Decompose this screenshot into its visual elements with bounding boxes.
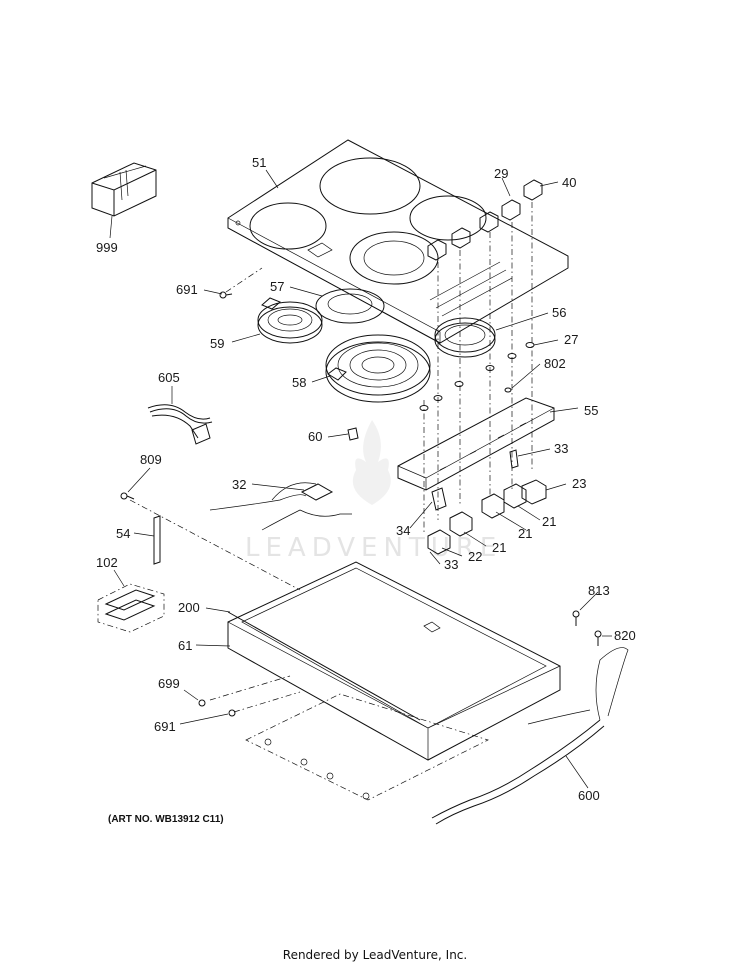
part-51-glass-cooktop[interactable] [227, 139, 569, 344]
callout-600[interactable]: 600 [578, 788, 600, 803]
part-56-radiant-element[interactable] [434, 317, 496, 358]
part-802-screw[interactable] [504, 387, 512, 393]
part-102-terminal-block[interactable] [97, 583, 165, 633]
part-59-radiant-element[interactable] [257, 297, 323, 344]
watermark-flame-icon [352, 420, 391, 505]
callout-33-lower[interactable]: 33 [444, 557, 458, 572]
part-32-wire-harness[interactable] [209, 482, 352, 531]
art-number: (ART NO. WB13912 C11) [108, 814, 224, 825]
callout-813[interactable]: 813 [588, 583, 610, 598]
part-22-switch[interactable] [427, 529, 451, 555]
callout-21-right[interactable]: 21 [542, 514, 556, 529]
callout-32[interactable]: 32 [232, 477, 246, 492]
footer-credit: Rendered by LeadVenture, Inc. [282, 948, 468, 962]
callout-22[interactable]: 22 [468, 549, 482, 564]
part-54-bracket[interactable] [153, 515, 161, 565]
callout-33-upper[interactable]: 33 [554, 441, 568, 456]
callout-61[interactable]: 61 [178, 638, 192, 653]
callout-102[interactable]: 102 [96, 555, 118, 570]
part-600-power-cord[interactable] [431, 647, 629, 825]
callout-21-mid[interactable]: 21 [518, 526, 532, 541]
callout-200[interactable]: 200 [178, 600, 200, 615]
part-820-screw[interactable] [594, 630, 602, 646]
part-999-carton[interactable] [91, 162, 157, 217]
part-200-seal-strip[interactable] [227, 611, 421, 721]
part-58-radiant-element[interactable] [325, 334, 431, 403]
part-55-switch-bracket[interactable] [397, 397, 555, 491]
callout-60[interactable]: 60 [308, 429, 322, 444]
part-691-screw-lower[interactable] [228, 709, 236, 717]
part-23-switch[interactable] [521, 479, 547, 505]
part-27-spacers[interactable] [419, 342, 535, 411]
part-21-switches[interactable] [449, 483, 527, 537]
part-605-wire-harness[interactable] [147, 404, 213, 445]
part-33-switch[interactable] [509, 449, 519, 469]
callout-55[interactable]: 55 [584, 403, 598, 418]
part-29-control-knobs[interactable] [427, 199, 521, 261]
part-813-screw[interactable] [572, 610, 580, 626]
callout-51[interactable]: 51 [252, 155, 266, 170]
callout-999[interactable]: 999 [96, 240, 118, 255]
callout-802[interactable]: 802 [544, 356, 566, 371]
part-61-burner-box[interactable] [227, 561, 561, 761]
part-34-switch[interactable] [431, 487, 447, 511]
bottom-shield-outline [245, 693, 489, 801]
part-60-clip[interactable] [347, 427, 359, 441]
part-57-radiant-element[interactable] [315, 288, 385, 324]
callout-691-bottom[interactable]: 691 [154, 719, 176, 734]
callout-labels: 999 51 29 40 691 57 56 27 59 58 802 605 … [96, 155, 636, 803]
callout-27[interactable]: 27 [564, 332, 578, 347]
callout-699[interactable]: 699 [158, 676, 180, 691]
callout-56[interactable]: 56 [552, 305, 566, 320]
callout-58[interactable]: 58 [292, 375, 306, 390]
callout-820[interactable]: 820 [614, 628, 636, 643]
callout-57[interactable]: 57 [270, 279, 284, 294]
callout-59[interactable]: 59 [210, 336, 224, 351]
alignment-lines [129, 202, 533, 713]
part-691-screw[interactable] [219, 291, 233, 299]
watermark-text: LEADVENTURE [245, 533, 502, 563]
callout-leaders [109, 169, 612, 789]
part-699-screw[interactable] [198, 699, 206, 707]
part-809-screw[interactable] [120, 492, 135, 500]
part-40-knob[interactable] [523, 179, 543, 201]
callout-691-top[interactable]: 691 [176, 282, 198, 297]
callout-605[interactable]: 605 [158, 370, 180, 385]
callout-23[interactable]: 23 [572, 476, 586, 491]
callout-809[interactable]: 809 [140, 452, 162, 467]
callout-21-left[interactable]: 21 [492, 540, 506, 555]
callout-54[interactable]: 54 [116, 526, 130, 541]
callout-40[interactable]: 40 [562, 175, 576, 190]
callout-29[interactable]: 29 [494, 166, 508, 181]
callout-34[interactable]: 34 [396, 523, 410, 538]
